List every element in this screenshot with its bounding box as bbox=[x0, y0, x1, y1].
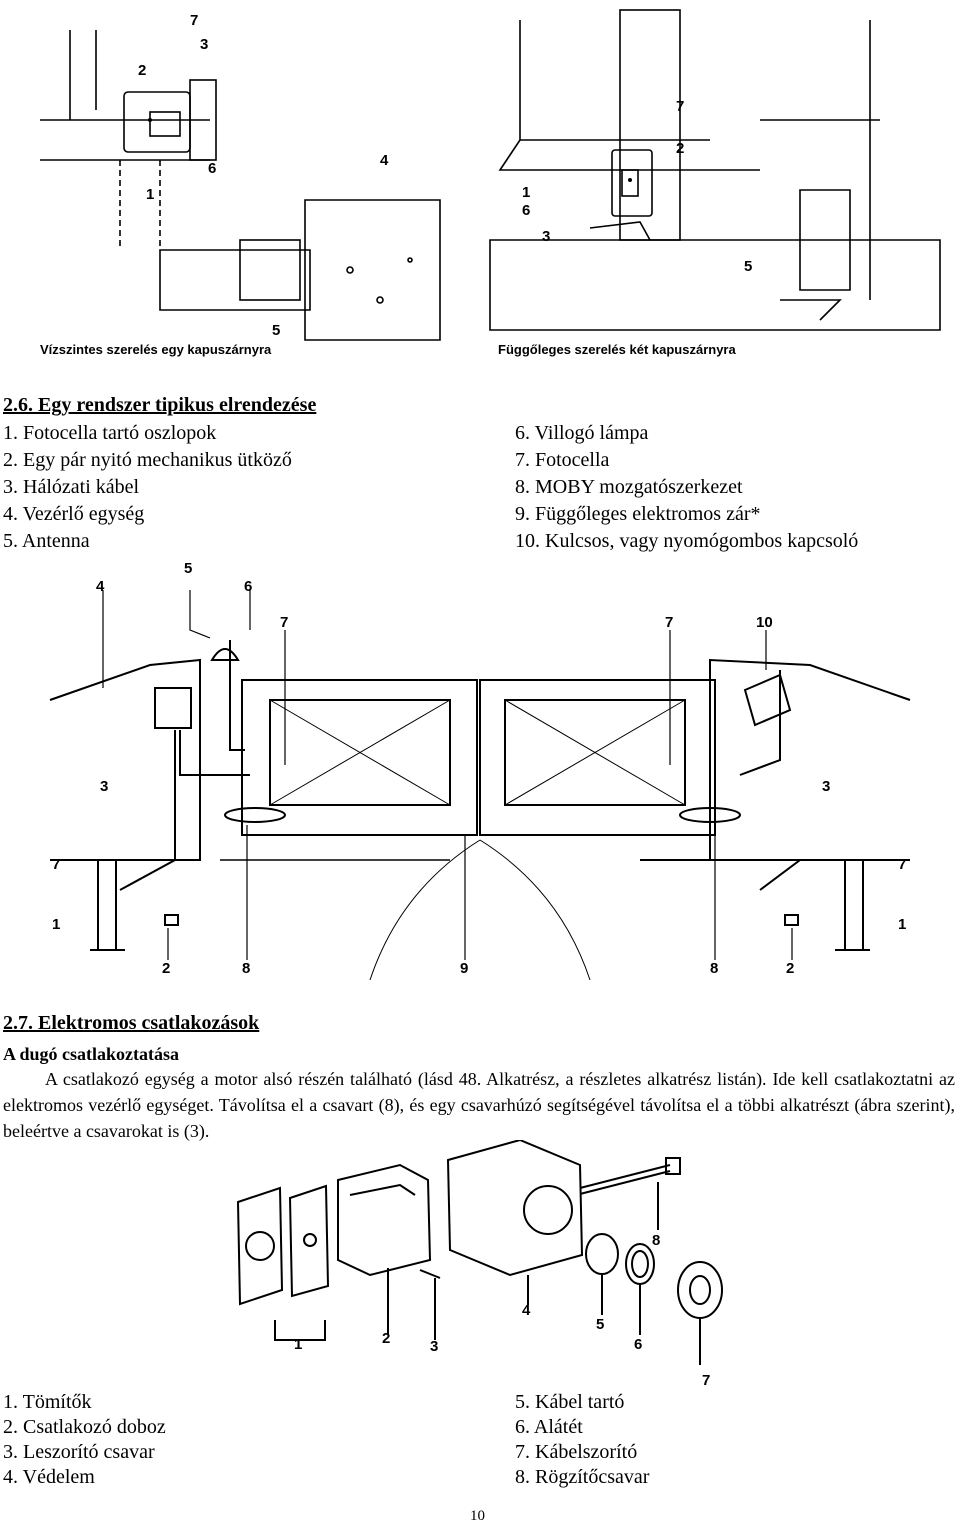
gate-label-8: 8 bbox=[710, 960, 719, 977]
section-2-6-right-list: 6. Villogó lámpa 7. Fotocella 8. MOBY mo… bbox=[515, 420, 955, 555]
gate-label-6: 6 bbox=[244, 578, 253, 595]
parts-list-left: 1. Tömítők 2. Csatlakozó doboz 3. Leszor… bbox=[3, 1390, 473, 1490]
list-item: 8. Rögzítőcsavar bbox=[515, 1466, 650, 1488]
gate-label-3: 3 bbox=[100, 778, 109, 795]
connector-exploded-figure: 8 1 2 3 4 5 6 7 bbox=[230, 1140, 730, 1390]
gate-label-1: 1 bbox=[52, 916, 61, 933]
connector-label-8: 8 bbox=[652, 1232, 661, 1249]
section-2-7-title: 2.7. Elektromos csatlakozások bbox=[3, 1012, 260, 1034]
list-item: 6. Alátét bbox=[515, 1416, 583, 1438]
section-2-7-subtitle: A dugó csatlakoztatása bbox=[3, 1044, 180, 1064]
top-right-label: 7 bbox=[676, 98, 685, 115]
list-item: 3. Hálózati kábel bbox=[3, 476, 140, 498]
connector-label-1: 1 bbox=[294, 1336, 303, 1353]
gate-label-10: 10 bbox=[756, 614, 773, 631]
top-left-label: 6 bbox=[208, 160, 217, 177]
list-item: 4. Védelem bbox=[3, 1466, 95, 1488]
connector-label-5: 5 bbox=[596, 1316, 605, 1333]
top-left-label: 7 bbox=[190, 12, 199, 29]
list-item: 7. Fotocella bbox=[515, 449, 610, 471]
gate-label-7: 7 bbox=[52, 856, 61, 873]
connector-label-4: 4 bbox=[522, 1302, 531, 1319]
gate-label-7: 7 bbox=[280, 614, 289, 631]
gate-label-1: 1 bbox=[898, 916, 907, 933]
list-item: 3. Leszorító csavar bbox=[3, 1441, 155, 1463]
list-item: 2. Csatlakozó doboz bbox=[3, 1416, 166, 1438]
section-2-6-title: 2.6. Egy rendszer tipikus elrendezése bbox=[3, 394, 317, 416]
top-right-label: 5 bbox=[744, 258, 753, 275]
left-figure-caption: Vízszintes szerelés egy kapuszárnyra bbox=[40, 342, 272, 357]
top-right-label: 1 bbox=[522, 184, 531, 201]
gate-label-4: 4 bbox=[96, 578, 105, 595]
list-item: 5. Kábel tartó bbox=[515, 1391, 625, 1413]
list-item: 1. Fotocella tartó oszlopok bbox=[3, 422, 217, 444]
section-2-6-left-list: 1. Fotocella tartó oszlopok 2. Egy pár n… bbox=[3, 420, 473, 555]
list-item: 7. Kábelszorító bbox=[515, 1441, 638, 1463]
connector-drawing bbox=[236, 1140, 723, 1365]
top-figures: 7 3 2 6 1 4 5 Vízszintes szerelés egy ka… bbox=[0, 0, 960, 370]
top-right-label: 6 bbox=[522, 202, 531, 219]
section-2-7-paragraph: A csatlakozó egység a motor alsó részén … bbox=[3, 1069, 955, 1141]
gate-label-9: 9 bbox=[460, 960, 469, 977]
gate-label-2: 2 bbox=[162, 960, 171, 977]
top-left-label: 5 bbox=[272, 322, 281, 339]
list-item: 1. Tömítők bbox=[3, 1391, 92, 1413]
top-left-label: 1 bbox=[146, 186, 155, 203]
list-item: 2. Egy pár nyitó mechanikus ütköző bbox=[3, 449, 292, 471]
gate-drawing bbox=[49, 590, 911, 981]
connector-label-7: 7 bbox=[702, 1372, 711, 1389]
list-item: 5. Antenna bbox=[3, 530, 90, 552]
right-figure-caption: Függőleges szerelés két kapuszárnyra bbox=[498, 342, 736, 357]
gate-label-7: 7 bbox=[898, 856, 907, 873]
top-left-label: 3 bbox=[200, 36, 209, 53]
list-item: 4. Vezérlő egység bbox=[3, 503, 145, 525]
connector-label-2: 2 bbox=[382, 1330, 391, 1347]
list-item: 8. MOBY mozgatószerkezet bbox=[515, 476, 743, 498]
gate-label-2: 2 bbox=[786, 960, 795, 977]
top-left-label: 2 bbox=[138, 62, 147, 79]
gate-label-3: 3 bbox=[822, 778, 831, 795]
top-right-label: 2 bbox=[676, 140, 685, 157]
left-mounting-drawing bbox=[40, 9, 941, 341]
top-left-label: 4 bbox=[380, 152, 389, 169]
list-item: 10. Kulcsos, vagy nyomógombos kapcsoló bbox=[515, 530, 859, 552]
connector-label-3: 3 bbox=[430, 1338, 439, 1355]
gate-layout-figure: 5 4 6 7 7 10 3 3 7 7 1 1 2 8 9 8 2 bbox=[40, 560, 920, 990]
list-item: 6. Villogó lámpa bbox=[515, 422, 649, 444]
top-right-label: 3 bbox=[542, 228, 551, 245]
connector-label-6: 6 bbox=[634, 1336, 643, 1353]
gate-label-7: 7 bbox=[665, 614, 674, 631]
parts-list-right: 5. Kábel tartó 6. Alátét 7. Kábelszorító… bbox=[515, 1390, 955, 1490]
gate-label-8: 8 bbox=[242, 960, 251, 977]
list-item: 9. Függőleges elektromos zár* bbox=[515, 503, 761, 525]
page-number: 10 bbox=[470, 1508, 485, 1524]
gate-label-5: 5 bbox=[184, 560, 193, 577]
